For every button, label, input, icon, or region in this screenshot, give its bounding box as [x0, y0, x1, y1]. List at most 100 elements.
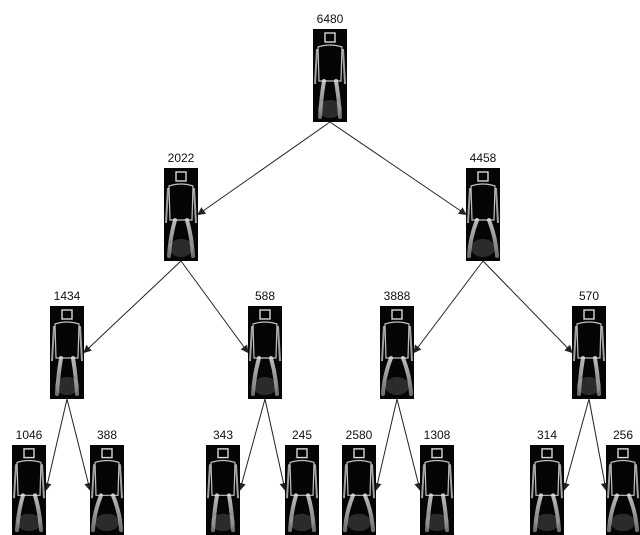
- silhouette-glow: [211, 513, 235, 532]
- tree-node-n9: 343: [206, 428, 240, 535]
- edge-arrow-n6-n13: [561, 398, 590, 491]
- silhouette-legs: [381, 356, 413, 396]
- silhouette-legs: [288, 493, 316, 533]
- silhouette-glow: [253, 377, 277, 395]
- tree-node-n0: 6480: [313, 12, 347, 122]
- edge-arrow-n2-n5: [413, 260, 484, 354]
- silhouette-torso: [94, 459, 120, 496]
- silhouette-figure: [381, 309, 413, 396]
- tree-node-n10: 245: [285, 428, 319, 535]
- silhouette-glow: [425, 513, 449, 532]
- edges-layer: [43, 121, 609, 491]
- node-count-label: 1046: [16, 428, 43, 442]
- node-count-label: 1308: [424, 428, 451, 442]
- silhouette-head: [175, 171, 187, 182]
- tree-node-n14: 256: [606, 428, 640, 535]
- silhouette-legs: [577, 356, 601, 396]
- silhouette-torso: [576, 321, 602, 359]
- silhouette-torso: [54, 321, 80, 359]
- silhouette-legs: [211, 493, 235, 533]
- edge-arrow-n4-n9: [237, 398, 266, 491]
- silhouette-legs: [91, 493, 123, 533]
- silhouette-figure: [573, 309, 605, 396]
- silhouette-arms: [314, 48, 346, 85]
- silhouette-legs: [318, 79, 342, 119]
- silhouette-figure: [314, 32, 346, 119]
- silhouette-glow: [95, 513, 119, 532]
- silhouette-figure: [51, 309, 83, 396]
- tree-node-n5: 3888: [380, 289, 414, 399]
- silhouette-figure: [286, 448, 318, 533]
- silhouette-head: [431, 448, 443, 459]
- silhouette-head: [259, 309, 271, 320]
- node-count-label: 388: [97, 428, 117, 442]
- silhouette-arms: [91, 464, 123, 499]
- silhouette-glow: [318, 100, 342, 118]
- silhouette-torso: [470, 183, 496, 221]
- node-count-label: 256: [613, 428, 633, 442]
- edge-arrow-n4-n10: [264, 398, 288, 491]
- silhouette-head: [391, 309, 403, 320]
- edge-arrow-n0-n1: [197, 121, 331, 216]
- edge-arrow-n1-n4: [180, 260, 249, 354]
- tree-node-n1: 2022: [164, 151, 198, 261]
- silhouette-legs: [533, 493, 561, 533]
- silhouette-glow: [169, 239, 193, 257]
- silhouette-arms: [13, 464, 45, 499]
- node-count-label: 6480: [317, 12, 344, 26]
- silhouette-arms: [207, 464, 239, 499]
- edge-arrow-n0-n2: [329, 121, 467, 216]
- silhouette-legs: [425, 493, 449, 533]
- silhouette-arms: [381, 325, 413, 362]
- silhouette-arms: [51, 325, 83, 362]
- silhouette-arms: [607, 464, 639, 499]
- tree-node-n13: 314: [530, 428, 564, 535]
- silhouette-head: [541, 448, 553, 459]
- silhouette-figure: [343, 448, 375, 533]
- node-count-label: 2580: [346, 428, 373, 442]
- silhouette-legs: [343, 493, 375, 533]
- node-count-label: 3888: [384, 289, 411, 303]
- node-count-label: 314: [537, 428, 557, 442]
- silhouette-legs: [251, 356, 279, 396]
- silhouette-glow: [17, 513, 41, 532]
- tree-node-n11: 2580: [342, 428, 376, 535]
- silhouette-head: [617, 448, 629, 459]
- node-count-label: 245: [292, 428, 312, 442]
- tree-node-n8: 388: [90, 428, 124, 535]
- silhouette-glow: [347, 513, 371, 532]
- node-count-label: 570: [579, 289, 599, 303]
- silhouette-torso: [384, 321, 410, 359]
- silhouette-legs: [15, 493, 43, 533]
- silhouette-glow: [577, 377, 601, 395]
- silhouette-head: [477, 171, 489, 182]
- silhouette-head: [583, 309, 595, 320]
- tree-node-n7: 1046: [12, 428, 46, 535]
- node-count-label: 4458: [470, 151, 497, 165]
- tree-node-n3: 1434: [50, 289, 84, 399]
- silhouette-arms: [421, 464, 453, 499]
- edge-arrow-n5-n12: [396, 398, 423, 491]
- node-count-label: 2022: [168, 151, 195, 165]
- edge-arrow-n1-n3: [83, 260, 182, 354]
- silhouette-legs: [467, 218, 499, 258]
- silhouette-glow: [290, 513, 314, 532]
- silhouette-arms: [249, 325, 281, 362]
- tree-node-n4: 588: [248, 289, 282, 399]
- edge-arrow-n5-n11: [373, 398, 398, 491]
- silhouette-figure: [165, 171, 197, 258]
- silhouette-head: [296, 448, 308, 459]
- silhouette-torso: [289, 459, 315, 496]
- nodes-layer: 6480 2022 4458 1434 588 3888 570 1046 388 343 245 2…: [12, 12, 640, 535]
- silhouette-torso: [424, 459, 450, 496]
- edge-arrow-n3-n7: [43, 398, 68, 491]
- silhouette-torso: [346, 459, 372, 496]
- silhouette-figure: [421, 448, 453, 533]
- edge-arrow-n6-n14: [588, 398, 609, 491]
- silhouette-legs: [55, 356, 79, 396]
- silhouette-torso: [210, 459, 236, 496]
- silhouette-legs: [607, 493, 639, 533]
- silhouette-glow: [55, 377, 79, 395]
- silhouette-head: [23, 448, 35, 459]
- silhouette-head: [324, 32, 336, 43]
